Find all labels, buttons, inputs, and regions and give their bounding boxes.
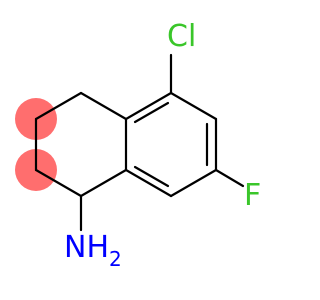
- amine-label: NH2: [64, 230, 122, 271]
- bond-c5-c6: [169, 91, 218, 121]
- bond-c8-c8a: [124, 168, 173, 198]
- amine-subscript: 2: [109, 247, 122, 271]
- molecule-canvas: Cl F NH2: [15, 19, 261, 271]
- fluorine-label: F: [244, 178, 261, 213]
- bond-c3-c4: [34, 91, 83, 121]
- bond-c4a-c5: [124, 91, 173, 121]
- structure-drawing: Cl F NH2: [15, 19, 261, 271]
- bond-c7-f: [214, 168, 245, 188]
- bond-c1-c2: [34, 168, 83, 198]
- chlorine-label: Cl: [167, 19, 196, 54]
- bond-c4-c4a: [79, 91, 128, 121]
- bond-c7-c8: [169, 168, 218, 198]
- amine-label-main: NH: [64, 230, 109, 265]
- double-bond-c8-c8a: [133, 165, 170, 188]
- double-bond-c5-c4a: [133, 101, 170, 124]
- bond-c8a-c1: [79, 168, 128, 198]
